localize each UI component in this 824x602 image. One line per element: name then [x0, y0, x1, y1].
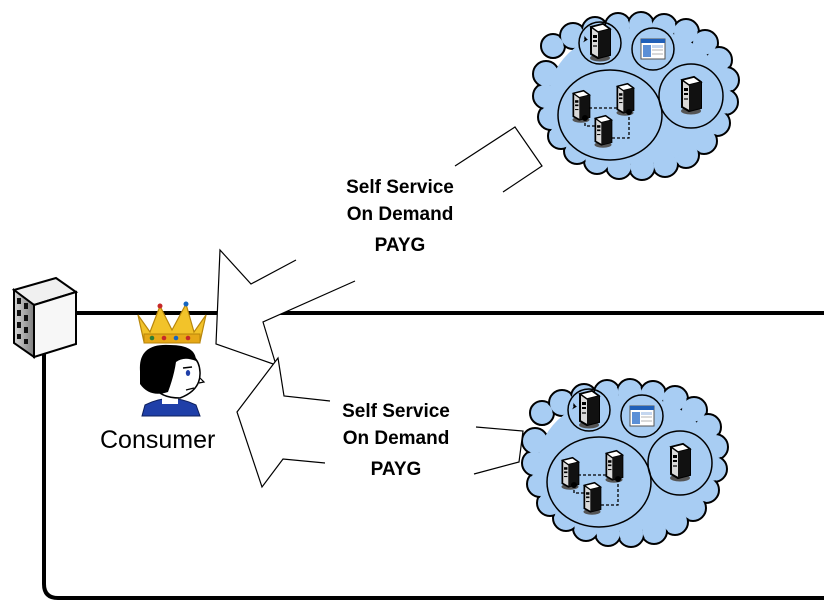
cloud-icon: [522, 379, 728, 547]
bottom-label-group: Self Service On Demand PAYG: [318, 398, 474, 483]
top-label-payg: PAYG: [374, 235, 426, 256]
top-label-group: Self Service On Demand PAYG: [322, 174, 478, 259]
crown-icon: [137, 301, 207, 344]
top-label-on-demand: On Demand: [346, 204, 454, 225]
bottom-label-self-service: Self Service: [342, 401, 450, 422]
bottom-label-on-demand: On Demand: [342, 428, 450, 449]
bottom-label-payg: PAYG: [370, 459, 422, 480]
top-label-self-service: Self Service: [346, 177, 454, 198]
consumer-label: Consumer: [100, 426, 216, 454]
top-arrow: [215, 126, 543, 366]
bottom-arrow: [236, 356, 524, 489]
person-icon: [139, 344, 206, 417]
cloud-icon: [533, 12, 739, 180]
building-icon: [11, 276, 79, 359]
